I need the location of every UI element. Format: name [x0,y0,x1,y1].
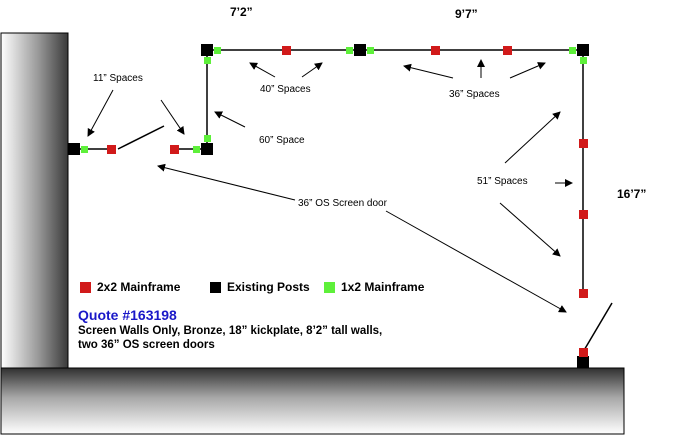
legend-swatch-green [324,281,335,293]
legend-label: 2x2 Mainframe [97,280,181,294]
mainframe-2x2 [503,46,512,55]
annotation-arrow [249,62,276,78]
existing-post [68,143,80,155]
legend-item-2x2: 2x2 Mainframe [80,280,180,294]
legend-item-1x2: 1x2 Mainframe [324,280,424,294]
mainframe-2x2 [579,289,588,298]
dimension-top-left: 7’2” [230,5,253,19]
mainframe-1x2 [214,47,221,54]
label-51-spaces: 51” Spaces [477,176,528,187]
label-40-spaces: 40” Spaces [260,84,311,95]
mainframe-2x2 [431,46,440,55]
label-60-space: 60” Space [259,135,305,146]
legend-label: Existing Posts [227,280,310,294]
quote-line-2: two 36” OS screen doors [78,339,215,351]
label-screen-door: 36” OS Screen door [298,198,387,209]
annotation-arrow [499,202,561,257]
mainframe-1x2 [580,57,587,64]
annotation-arrow [214,111,246,128]
annotation-arrow [87,89,114,137]
mainframe-2x2 [579,348,588,357]
mainframe-1x2 [367,47,374,54]
mainframe-1x2 [204,57,211,64]
mainframe-1x2 [81,146,88,153]
house-wall [0,32,69,372]
existing-post [354,44,366,56]
legend-swatch-red [80,281,91,293]
door-swing-line-left [117,125,165,150]
mainframe-2x2 [107,145,116,154]
door-swing-line-right [582,302,613,353]
annotation-arrow [509,62,546,79]
mainframe-2x2 [282,46,291,55]
existing-post [577,356,589,368]
annotation-arrow [301,62,323,78]
legend-swatch-black [210,281,221,293]
mainframe-1x2 [346,47,353,54]
mainframe-1x2 [204,135,211,142]
mainframe-2x2 [170,145,179,154]
existing-post [201,143,213,155]
mainframe-1x2 [569,47,576,54]
existing-post [577,44,589,56]
dimension-top-right: 9’7” [455,7,478,21]
annotation-arrow [403,63,454,79]
existing-post [201,44,213,56]
mainframe-2x2 [579,210,588,219]
label-36-spaces: 36” Spaces [449,89,500,100]
mainframe-1x2 [193,146,200,153]
quote-title: Quote #163198 [78,307,177,323]
mainframe-2x2 [579,139,588,148]
legend-label: 1x2 Mainframe [341,280,425,294]
annotation-arrow [157,163,296,201]
label-11-spaces: 11” Spaces [93,73,143,84]
quote-line-1: Screen Walls Only, Bronze, 18” kickplate… [78,325,383,337]
annotation-arrow [385,210,567,313]
annotation-arrow [160,99,185,135]
quote-description: Screen Walls Only, Bronze, 18” kickplate… [78,324,382,352]
legend-item-existing-posts: Existing Posts [210,280,310,294]
dimension-right-side: 16’7” [617,187,647,201]
house-floor [0,367,625,435]
annotation-arrow [504,111,561,164]
